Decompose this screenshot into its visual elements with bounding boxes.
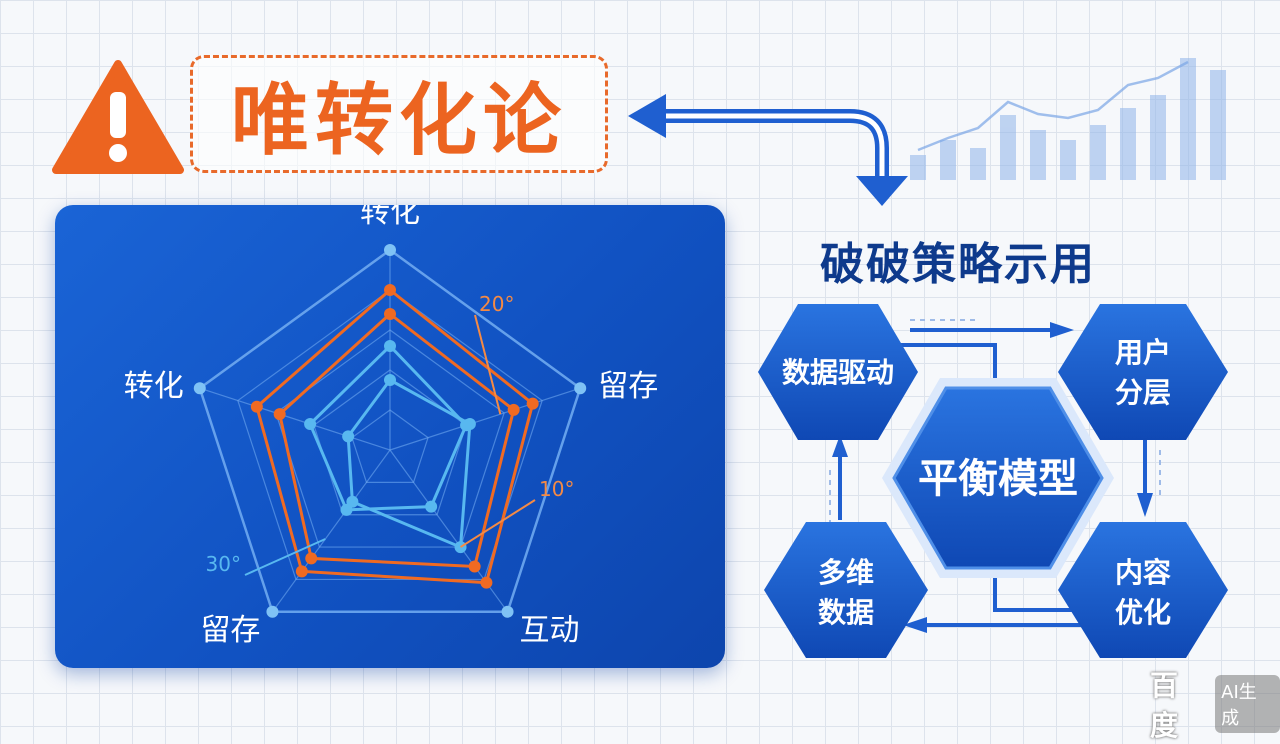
radar-point	[526, 397, 539, 410]
node-bottom-right-label-1: 内容	[1115, 556, 1171, 589]
radar-annotation: 30°	[206, 552, 241, 576]
radar-axis-label: 互动	[520, 613, 580, 648]
radar-point	[384, 374, 396, 386]
background-bar-chart	[910, 58, 1226, 180]
radar-ring	[198, 248, 582, 614]
arrow-left-icon	[903, 617, 927, 633]
radar-chart-panel: 转化留存互动留存转化 20°10°30°	[55, 205, 725, 668]
radar-point	[480, 576, 493, 589]
annotation-leader	[459, 499, 536, 548]
radar-spoke	[199, 387, 391, 451]
radar-axis-label: 留存	[200, 613, 260, 648]
radar-series-line	[346, 378, 472, 550]
radar-ring	[351, 409, 429, 483]
radar-series-line	[278, 312, 516, 569]
radar-spoke	[271, 449, 391, 613]
connector-arrow-icon	[628, 94, 908, 206]
arrow-up-icon	[832, 435, 848, 457]
page-title: 唯转化论	[230, 76, 567, 166]
radar-vertex	[193, 382, 206, 395]
radar-point	[342, 430, 355, 443]
radar-point	[250, 400, 263, 413]
radar-axis-label: 转化	[360, 205, 420, 230]
radar-annotation: 20°	[479, 292, 514, 316]
radar-point	[384, 340, 396, 352]
radar-series-line	[308, 343, 468, 512]
radar-series-line	[255, 288, 535, 585]
arrow-down-icon	[1137, 493, 1153, 517]
radar-point	[507, 403, 520, 416]
radar-point	[425, 500, 438, 513]
annotation-leader	[474, 314, 502, 415]
hex-center: 平衡模型	[882, 378, 1114, 578]
radar-spoke	[389, 449, 509, 613]
warning-triangle-icon	[52, 60, 184, 174]
radar-point	[384, 284, 396, 296]
radar-point	[346, 495, 359, 508]
radar-point	[305, 552, 318, 565]
radar-annotations: 20° 10° 30°	[206, 292, 575, 576]
balance-model-diagram: 平衡模型 数据驱动 用户 分层 内容 优化 多维 数据	[758, 304, 1228, 658]
watermark-tag: AI生成	[1215, 675, 1280, 733]
radar-vertex	[384, 244, 396, 256]
hex-top-left: 数据驱动	[758, 304, 918, 440]
strategy-title: 破破策略示用	[820, 239, 1096, 290]
radar-vertex	[574, 382, 587, 395]
node-bottom-left-label-2: 数据	[818, 596, 874, 629]
node-top-right-label-2: 分层	[1115, 376, 1171, 409]
flow-dashes	[829, 319, 1161, 525]
radar-axis-label: 留存	[598, 369, 658, 404]
node-bottom-right-label-2: 优化	[1115, 596, 1171, 629]
hex-top-right: 用户 分层	[1058, 304, 1228, 440]
radar-point	[304, 418, 317, 431]
arrow-right-icon	[1050, 322, 1074, 338]
flow-lines	[838, 328, 1150, 627]
radar-point	[273, 408, 286, 421]
center-label: 平衡模型	[918, 456, 1078, 502]
radar-annotation: 10°	[539, 477, 574, 501]
radar-ring	[237, 289, 543, 581]
radar-axis-label: 转化	[124, 369, 184, 404]
node-top-right-label-1: 用户	[1115, 336, 1171, 369]
radar-point	[463, 418, 476, 431]
title-box: 唯转化论	[190, 55, 608, 173]
hex-bottom-right: 内容 优化	[1058, 522, 1228, 658]
radar-series	[250, 284, 539, 589]
radar-point	[384, 308, 396, 320]
watermark: 百度 AI生成	[1150, 664, 1280, 744]
radar-vertex	[266, 605, 279, 618]
annotation-leader	[244, 538, 326, 576]
hex-bottom-left: 多维 数据	[764, 522, 928, 658]
radar-point	[468, 560, 481, 573]
radar-vertex	[501, 605, 514, 618]
node-bottom-left-label-1: 多维	[818, 556, 874, 589]
watermark-brand: 百度	[1150, 669, 1181, 742]
node-top-left-label: 数据驱动	[782, 356, 894, 389]
radar-spoke	[389, 387, 581, 451]
radar-point	[295, 565, 308, 578]
